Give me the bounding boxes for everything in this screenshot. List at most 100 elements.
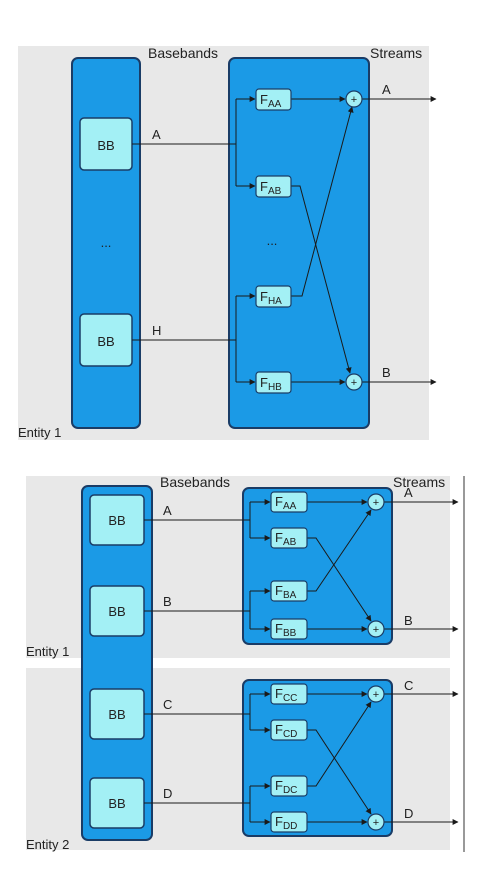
filter-box: FBB [270,618,308,640]
filter-sub: DD [283,821,297,832]
adder-symbol: + [373,624,379,636]
filter-main: F [275,530,283,545]
filter-sub: CC [283,693,297,704]
adder-symbol: + [373,817,379,829]
filter-main: F [275,778,283,793]
output-label: B [382,365,391,380]
output-label: D [404,806,413,821]
bb-box-label: BB [108,707,125,722]
filter-main: F [275,722,283,737]
svg-text:FCC: FCC [275,686,297,704]
basebands-header: Basebands [148,45,218,61]
adder-symbol: + [351,377,357,389]
svg-text:FDD: FDD [275,814,297,832]
filter-box: FBA [270,580,308,602]
filter-sub: HA [268,296,282,307]
output-label: B [404,613,413,628]
filter-to-adder [307,729,372,815]
filter-box: FCC [270,683,308,705]
bb-box-label: BB [108,513,125,528]
filter-block-entity-1 [242,487,393,645]
filter-main: F [260,289,268,304]
filter-block-entity-2 [242,679,393,837]
svg-text:FBB: FBB [275,621,297,639]
filter-sub: AB [283,537,297,548]
filter-sub: AA [283,501,297,512]
filter-to-adder [291,106,354,297]
bb-box-label: BB [108,604,125,619]
svg-text:FAA: FAA [275,494,297,512]
output-label: A [382,82,391,97]
bb-box-label: BB [97,138,114,153]
svg-text:FBA: FBA [275,583,297,601]
filter-sub: BB [283,628,297,639]
filter-box: FCD [270,719,308,741]
svg-text:FCD: FCD [275,722,297,740]
filter-main: F [275,583,283,598]
entity-label: Entity 1 [18,425,61,440]
filter-box: FHA [255,285,292,308]
bb-box-label: BB [108,796,125,811]
filter-block [228,57,370,429]
input-label: A [163,503,172,518]
streams-header: Streams [393,474,445,490]
diagram-1: Basebands Streams Entity 1 BB ... BB [18,45,437,440]
output-label: C [404,678,413,693]
streams-header: Streams [370,45,422,61]
input-label: B [163,594,172,609]
svg-text:FAB: FAB [260,179,282,197]
entity-label: Entity 1 [26,644,69,659]
adder: + [367,620,385,638]
filter-to-adder [291,185,352,374]
filter-main: F [260,375,268,390]
svg-text:FHB: FHB [260,375,282,393]
adder: + [367,813,385,831]
filter-sub: AA [268,99,282,110]
svg-text:FDC: FDC [275,778,297,796]
svg-text:FAB: FAB [275,530,297,548]
adder-symbol: + [373,497,379,509]
filter-box: FHB [255,371,292,394]
entity-label: Entity 2 [26,837,69,852]
svg-text:FHA: FHA [260,289,282,307]
filter-to-adder [307,509,372,592]
diagram-2: Basebands Streams Entity 1 Entity 2 BB B… [26,474,465,852]
input-label: C [163,697,172,712]
adder: + [345,373,363,391]
filter-sub: CD [283,729,297,740]
baseband-column [81,485,153,841]
adder-symbol: + [373,689,379,701]
filter-sub: AB [268,186,282,197]
filter-box: FAB [270,527,308,549]
filter-sub: HB [268,382,282,393]
adder: + [345,90,363,108]
filter-ellipsis: ... [267,233,278,248]
bb-box-label: BB [97,334,114,349]
filter-main: F [275,494,283,509]
adder: + [367,685,385,703]
svg-text:FAA: FAA [260,92,282,110]
filter-main: F [275,814,283,829]
filter-box: FDD [270,811,308,833]
filter-sub: DC [283,785,297,796]
basebands-header: Basebands [160,474,230,490]
filter-to-adder [307,701,372,787]
input-label: H [152,323,161,338]
filter-main: F [260,179,268,194]
filter-to-adder [307,537,372,622]
filter-box: FAA [270,491,308,513]
output-label: A [404,485,413,500]
filter-box: FAA [255,88,292,111]
filter-box: FAB [255,175,292,198]
filter-main: F [275,621,283,636]
filter-main: F [260,92,268,107]
filter-sub: BA [283,590,297,601]
adder: + [367,493,385,511]
bb-ellipsis: ... [101,235,112,250]
filter-main: F [275,686,283,701]
input-label: D [163,786,172,801]
input-label: A [152,127,161,142]
adder-symbol: + [351,94,357,106]
filter-box: FDC [270,775,308,797]
